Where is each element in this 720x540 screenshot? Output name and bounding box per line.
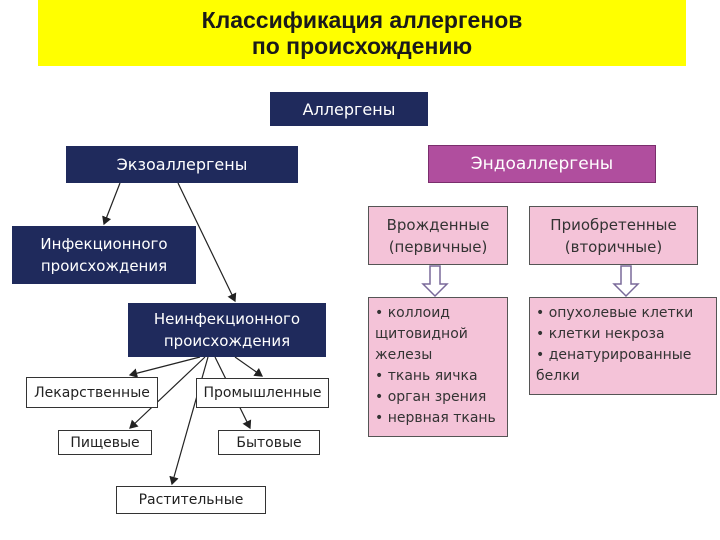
list-acquired: • опухолевые клетки • клетки некроза • д… (529, 297, 717, 395)
title-line-2: по происхождению (251, 33, 473, 59)
connector-noninf-food (129, 356, 206, 429)
node-allergens: Аллергены (270, 92, 428, 126)
connector-noninf-plants (169, 356, 209, 486)
list-item: • опухолевые клетки (536, 305, 694, 321)
node-food-label: Пищевые (70, 434, 140, 451)
node-exoallergens-label: Экзоаллергены (116, 155, 248, 174)
node-allergens-label: Аллергены (302, 99, 396, 119)
list-item: • орган зрения (375, 389, 487, 405)
list-item: • ткань яичка (375, 368, 478, 384)
node-congenital-line2: (первичные) (388, 237, 488, 256)
node-acquired: Приобретенные (вторичные) (529, 206, 698, 265)
node-infectious: Инфекционного происхождения (12, 226, 196, 284)
connector-noninf-industrial (234, 356, 263, 377)
list-item: • нервная ткань (375, 410, 496, 426)
node-plants: Растительные (116, 486, 266, 514)
arrow-congenital-down-icon (421, 265, 449, 298)
connector-noninf-drugs (128, 356, 201, 378)
connector-exo-noninfectious (177, 182, 237, 303)
node-endoallergens: Эндоаллергены (428, 145, 656, 183)
node-exoallergens: Экзоаллергены (66, 146, 298, 183)
node-plants-label: Растительные (138, 492, 244, 508)
node-congenital-line1: Врожденные (386, 215, 490, 234)
node-industrial: Промышленные (196, 378, 329, 408)
node-congenital: Врожденные (первичные) (368, 206, 508, 265)
list-item: • денатурированные (536, 347, 692, 363)
node-household: Бытовые (218, 430, 320, 455)
node-endoallergens-label: Эндоаллергены (470, 154, 614, 174)
node-noninfectious-line2: происхождения (163, 332, 291, 350)
node-noninfectious: Неинфекционного происхождения (128, 303, 326, 357)
list-congenital: • коллоид щитовидной железы • ткань яичк… (368, 297, 508, 437)
connector-exo-infectious (102, 182, 121, 226)
list-item: • клетки некроза (536, 326, 665, 342)
node-noninfectious-line1: Неинфекционного (153, 310, 301, 328)
node-acquired-line2: (вторичные) (564, 237, 663, 256)
node-drugs-label: Лекарственные (34, 384, 150, 401)
title-banner: Классификация аллергенов по происхождени… (38, 0, 686, 66)
list-item: железы (375, 347, 433, 363)
node-drugs: Лекарственные (26, 377, 158, 408)
list-item: щитовидной (375, 326, 468, 342)
node-food: Пищевые (58, 430, 152, 455)
node-household-label: Бытовые (236, 434, 302, 451)
node-industrial-label: Промышленные (203, 385, 322, 401)
arrow-acquired-down-icon (612, 265, 640, 298)
node-infectious-line2: происхождения (40, 257, 168, 275)
node-infectious-line1: Инфекционного (40, 235, 168, 253)
list-item: • коллоид (375, 305, 450, 321)
node-acquired-line1: Приобретенные (550, 215, 677, 234)
title-line-1: Классификация аллергенов (201, 7, 523, 33)
list-item: белки (536, 368, 580, 384)
